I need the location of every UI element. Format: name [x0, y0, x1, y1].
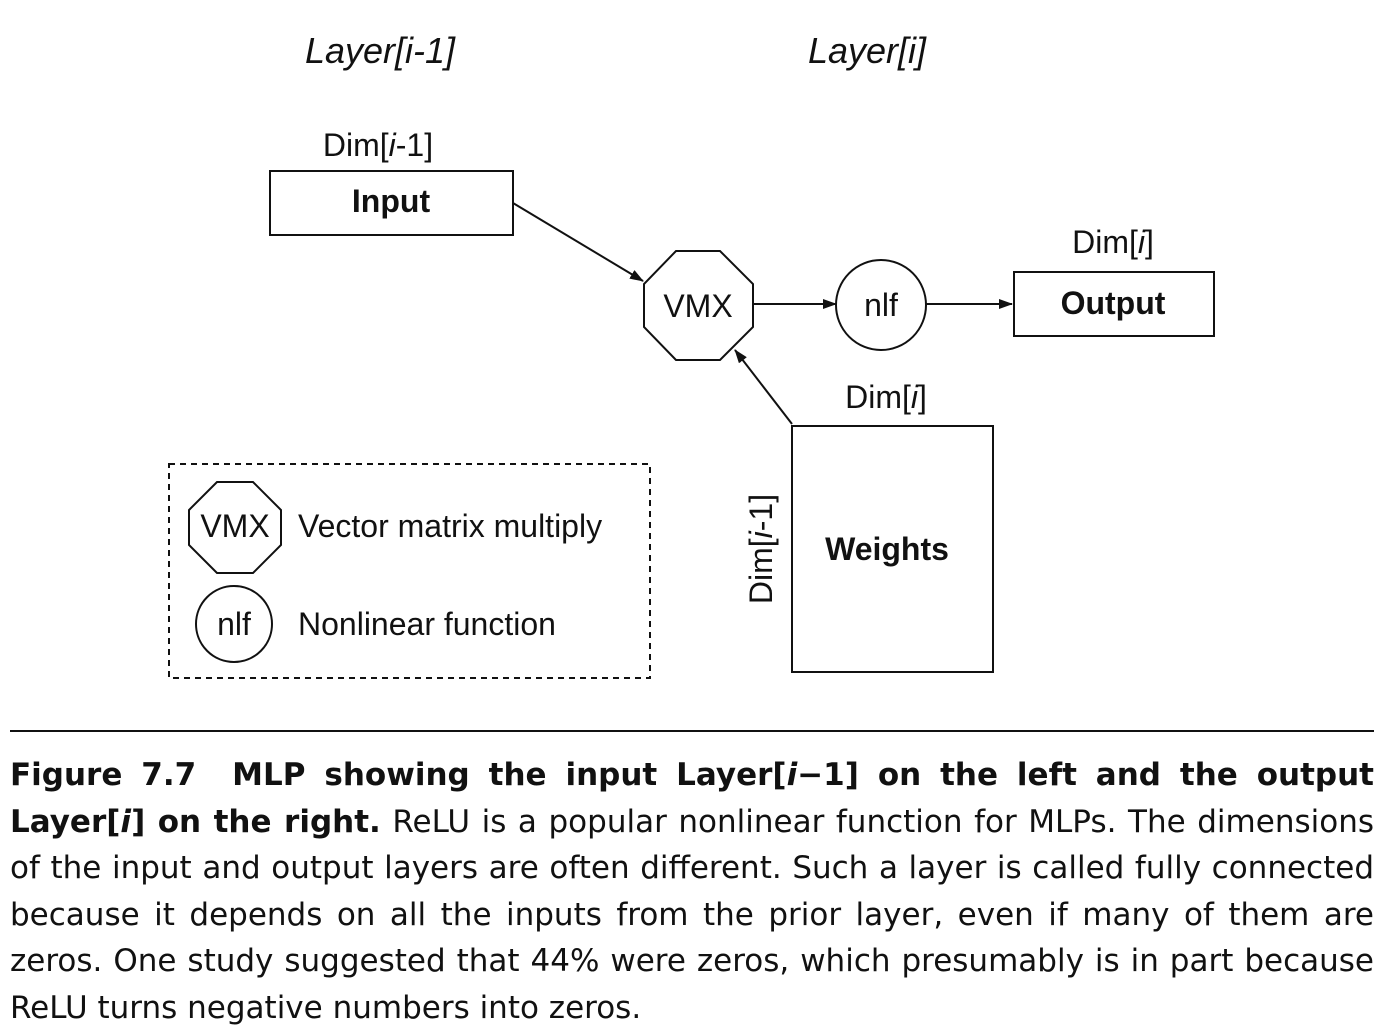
caption-body: ReLU is a popular nonlinear function for…: [10, 803, 1374, 1026]
arrow-input-to-vmx: [512, 202, 644, 282]
weights-box: [791, 425, 994, 673]
arrow-weights-to-vmx: [734, 349, 793, 425]
input-dim-label: Dim[i-1]: [323, 127, 433, 163]
output-dim-label: Dim[i]: [1072, 224, 1154, 260]
caption-figure-number: Figure 7.7: [10, 757, 197, 793]
legend-vmx-text: Vector matrix multiply: [298, 508, 602, 544]
caption-title: MLP showing the input Layer[i−1] on the …: [10, 757, 1374, 840]
nlf-label: nlf: [864, 287, 898, 323]
weights-dim-top-label: Dim[i]: [845, 379, 927, 415]
legend-nlf-circle: [195, 585, 273, 663]
weights-label: Weights: [825, 531, 949, 567]
legend-vmx-symbol: VMX: [200, 508, 269, 544]
output-label: Output: [1061, 285, 1166, 321]
legend-vmx-octagon: [188, 481, 282, 574]
layer-right-label: Layer[i]: [808, 30, 927, 71]
layer-left-label: Layer[i-1]: [305, 30, 456, 71]
legend-nlf-text: Nonlinear function: [298, 606, 556, 642]
vmx-label: VMX: [663, 288, 732, 324]
legend-border: [168, 463, 651, 679]
input-label: Input: [352, 183, 431, 219]
figure-caption: Figure 7.7 MLP showing the input Layer[i…: [10, 752, 1374, 1031]
output-box: [1013, 271, 1215, 337]
input-box: [269, 170, 514, 236]
vmx-octagon: [643, 250, 754, 361]
legend: VMX Vector matrix multiply nlf Nonlinear…: [168, 463, 651, 679]
weights-dim-side-label: Dim[i-1]: [743, 494, 779, 604]
legend-nlf-symbol: nlf: [217, 606, 251, 642]
